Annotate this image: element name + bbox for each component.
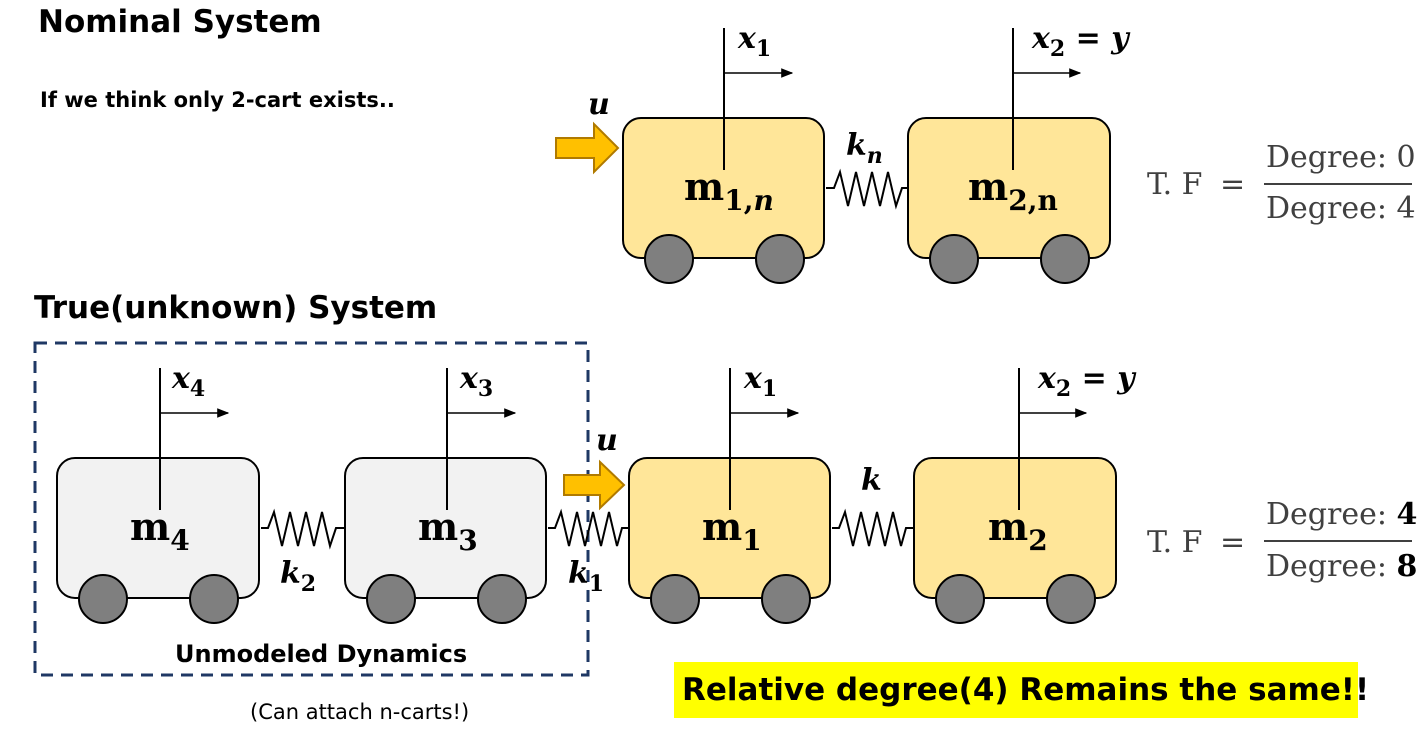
spring-label-k: k <box>861 463 882 498</box>
wheel-icon <box>1040 234 1090 284</box>
wheel-icon <box>366 574 416 624</box>
cart-m3: x3 m3 <box>344 361 547 624</box>
tf-denominator: Degree: 4 <box>1266 191 1416 226</box>
position-label-x1: x1 <box>737 21 771 62</box>
wheel-icon <box>644 234 694 284</box>
position-label-x1: x1 <box>743 361 777 402</box>
position-label-x2-y: x2 = y <box>1031 21 1131 62</box>
wheel-icon <box>1046 574 1096 624</box>
nominal-system-subtitle: If we think only 2-cart exists.. <box>40 88 395 112</box>
tf-denominator: Degree: 8 <box>1266 549 1417 584</box>
wheel-icon <box>929 234 979 284</box>
wheel-icon <box>189 574 239 624</box>
wheel-icon <box>935 574 985 624</box>
mass-label-m4: m4 <box>130 504 190 557</box>
nominal-system-title: Nominal System <box>38 4 322 40</box>
cart-m4: x4 m4 <box>56 361 260 624</box>
attach-carts-note: (Can attach n-carts!) <box>250 700 470 724</box>
cart-body <box>56 457 260 599</box>
unmodeled-dynamics-box <box>33 341 590 677</box>
cart-body <box>344 457 547 599</box>
tf-lhs: T. F <box>1147 167 1203 202</box>
cart-m1n: x1 m1,n <box>622 21 825 284</box>
spring-label-kn: kn <box>846 128 883 169</box>
mass-label-m3: m3 <box>418 504 478 557</box>
wheel-icon <box>477 574 527 624</box>
wheel-icon <box>650 574 700 624</box>
mass-label-m1n: m1,n <box>684 164 774 217</box>
tf-numerator: Degree: 4 <box>1266 497 1417 532</box>
relative-degree-conclusion: Relative degree(4) Remains the same!! <box>674 662 1369 718</box>
wheel-icon <box>761 574 811 624</box>
input-arrow <box>563 459 626 511</box>
cart-m2n: x2 = y m2,n <box>907 21 1131 284</box>
position-label-x3: x3 <box>459 361 493 402</box>
spring-k2 <box>261 508 345 550</box>
tf-equals: = <box>1220 167 1245 202</box>
wheel-icon <box>78 574 128 624</box>
mass-label-m1: m1 <box>702 504 762 557</box>
wheel-icon <box>755 234 805 284</box>
cart-body <box>913 457 1117 599</box>
tf-lhs: T. F <box>1147 525 1203 560</box>
spring-label-k1: k1 <box>568 556 604 597</box>
input-u-label: u <box>596 423 618 458</box>
mass-label-m2: m2 <box>988 504 1048 557</box>
spring-k <box>832 508 914 547</box>
cart-m1: x1 m1 <box>628 361 831 624</box>
mass-label-m2n: m2,n <box>968 164 1058 217</box>
transfer-function-nominal: T. F = Degree: 0 Degree: 4 <box>1147 140 1416 226</box>
position-label-x2-y: x2 = y <box>1037 361 1137 402</box>
tf-equals: = <box>1220 525 1245 560</box>
spring-kn <box>826 168 908 210</box>
unmodeled-dynamics-label: Unmodeled Dynamics <box>175 640 468 668</box>
cart-m2: x2 = y m2 <box>913 361 1137 624</box>
tf-numerator: Degree: 0 <box>1266 140 1416 175</box>
position-label-x4: x4 <box>171 361 205 402</box>
cart-body <box>907 117 1111 259</box>
input-arrow <box>555 121 620 175</box>
input-u-label: u <box>588 87 610 122</box>
transfer-function-true: T. F = Degree: 4 Degree: 8 <box>1147 497 1417 584</box>
spring-k1 <box>548 508 629 547</box>
spring-label-k2: k2 <box>280 556 316 597</box>
true-system-title: True(unknown) System <box>34 290 438 326</box>
